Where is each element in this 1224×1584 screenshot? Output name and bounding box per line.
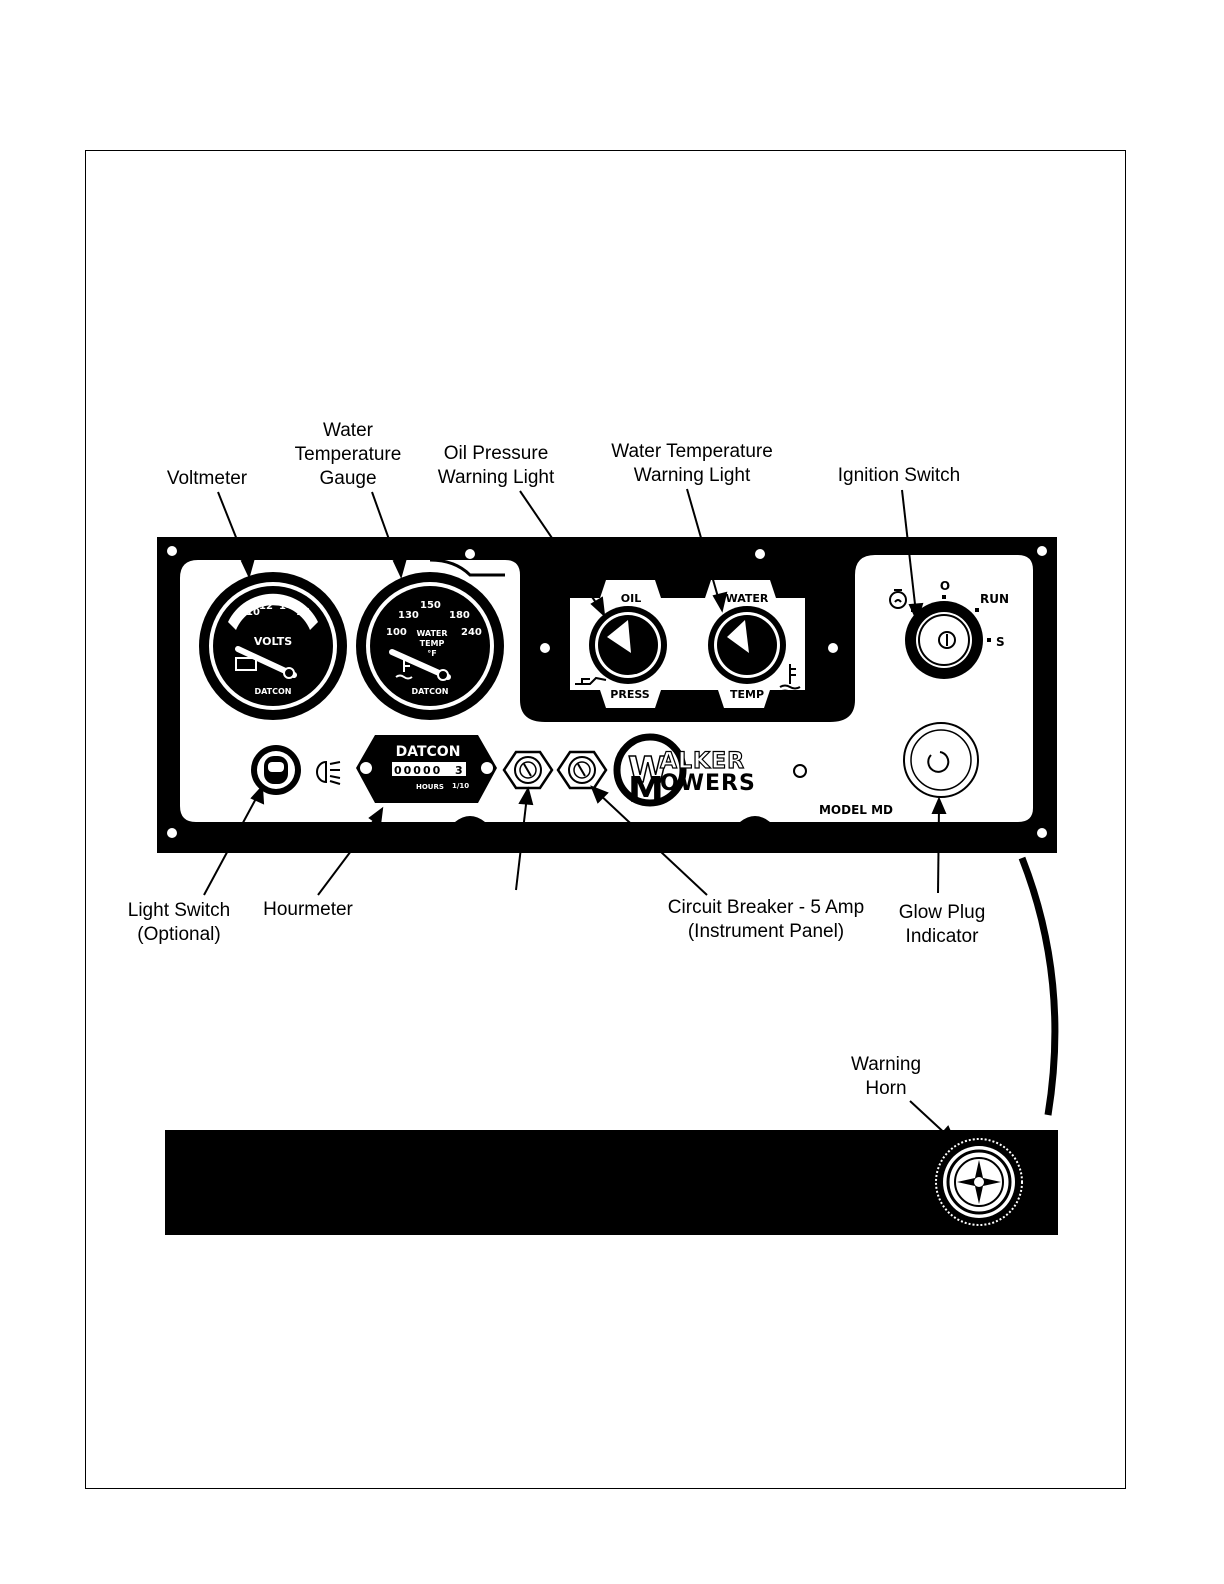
glow-plug-indicator — [903, 722, 979, 798]
water-temperature-gauge: 100 130 150 180 240 WATER TEMP °F DATCON — [356, 572, 504, 720]
temp-tick-150: 150 — [420, 600, 441, 611]
water-temperature-warning-light: WATER TEMP — [708, 592, 801, 701]
water-temp-label-1: WATER — [416, 629, 447, 638]
water-temperature-warning-light-callout: Water Temperature Warning Light — [611, 441, 773, 486]
light-switch — [251, 745, 341, 795]
oil-pressure-warning-light: OIL PRESS — [575, 592, 667, 701]
water-gauge-brand: DATCON — [411, 687, 448, 696]
light-switch-callout: Light Switch (Optional) — [127, 900, 231, 945]
oil-label: OIL — [621, 592, 641, 605]
walker-mowers-logo: W ALKER M OWERS — [613, 733, 756, 811]
temp-tick-180: 180 — [449, 610, 470, 621]
headlight-icon — [316, 760, 341, 785]
coolant-icon — [779, 664, 801, 695]
water-temp-label-2: TEMP — [420, 639, 445, 648]
volt-tick-10: 10 — [246, 607, 260, 618]
glow-plug-indicator-callout: Glow Plug Indicator — [898, 902, 986, 947]
temp-tick-240: 240 — [461, 627, 482, 638]
leader-lines — [203, 488, 957, 1146]
warning-horn-callout: Warning Horn — [850, 1054, 922, 1099]
panel-indicator-dot — [793, 764, 807, 778]
circuit-breaker-callout: Circuit Breaker - 5 Amp (Instrument Pane… — [667, 897, 865, 942]
hourmeter-brand: DATCON — [396, 744, 461, 760]
hourmeter-digits: 00000 — [394, 764, 442, 777]
volt-tick-14: 14 — [279, 601, 293, 612]
glow-plug-icon — [889, 589, 907, 609]
logo-line-2: OWERS — [660, 771, 756, 796]
ignition-run-label: RUN — [980, 592, 1009, 606]
battery-icon — [235, 657, 257, 671]
voltmeter-brand: DATCON — [254, 687, 291, 696]
temp-tick-130: 130 — [398, 610, 419, 621]
volts-label: VOLTS — [254, 635, 292, 648]
ignition-switch: O RUN S — [889, 579, 1009, 679]
ignition-switch-callout: Ignition Switch — [837, 465, 961, 486]
temp-label: TEMP — [730, 688, 764, 701]
logo-m: M — [628, 770, 664, 811]
hourmeter-tenths: 3 — [455, 764, 463, 777]
oil-pressure-warning-light-callout: Oil Pressure Warning Light — [437, 443, 555, 488]
ignition-off-label: O — [940, 579, 950, 593]
horn-mounting-bar — [165, 1130, 1058, 1235]
circuit-breaker-left — [502, 750, 554, 790]
figure-frame — [85, 150, 1126, 1489]
voltmeter-callout: Voltmeter — [166, 468, 248, 489]
volt-tick-16: 16 — [296, 607, 310, 618]
press-label: PRESS — [610, 688, 649, 701]
oil-can-icon — [575, 676, 607, 685]
water-temperature-gauge-callout: Water Temperature Gauge — [294, 420, 402, 489]
volt-tick-12: 12 — [259, 601, 273, 612]
warning-horn — [932, 1135, 1026, 1229]
ignition-start-label: S — [996, 635, 1005, 649]
hourmeter-unit: HOURS — [416, 783, 444, 791]
hourmeter: DATCON 00000 3 HOURS 1/10 — [356, 735, 497, 803]
voltmeter-gauge: 10 12 14 16 VOLTS DATCON — [199, 572, 347, 720]
logo-line-1: ALKER — [660, 749, 745, 774]
circuit-breaker-right — [556, 750, 608, 790]
logo-w: W — [628, 750, 668, 791]
temp-tick-100: 100 — [386, 627, 407, 638]
hourmeter-callout: Hourmeter — [263, 899, 353, 920]
water-temp-label-3: °F — [427, 649, 436, 658]
horn-wire — [1018, 856, 1059, 1116]
hourmeter-fraction: 1/10 — [452, 782, 469, 790]
water-label: WATER — [726, 592, 769, 605]
model-label: MODEL MD — [819, 803, 893, 817]
